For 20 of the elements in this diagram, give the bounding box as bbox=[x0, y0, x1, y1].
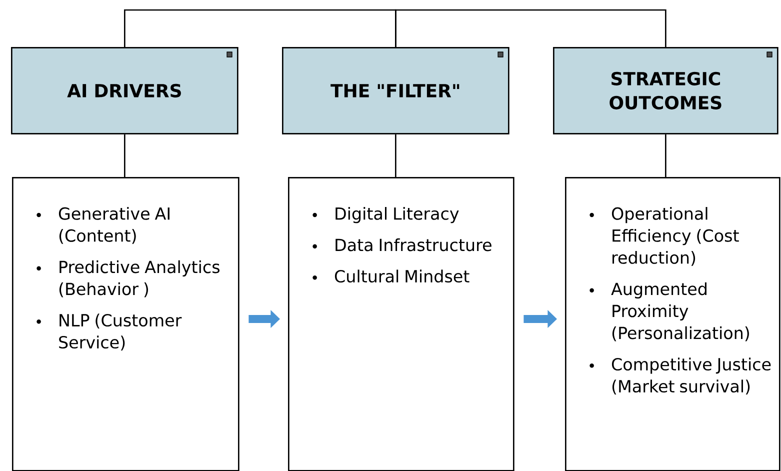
connector-line bbox=[395, 134, 396, 177]
header-box: AI DRIVERS bbox=[11, 47, 238, 134]
list-item: Augmented Proximity (Personalization) bbox=[590, 282, 749, 342]
header-box: THE "FILTER" bbox=[282, 47, 510, 134]
content-box bbox=[12, 177, 240, 471]
list-item: Operational Efficiency (Cost reduction) bbox=[590, 206, 739, 266]
list-item: Cultural Mindset bbox=[312, 270, 470, 283]
connector-line bbox=[395, 9, 666, 47]
list-item: Predictive Analytics (Behavior ) bbox=[36, 260, 220, 298]
list-item: NLP (Customer Service) bbox=[36, 314, 182, 351]
content-box bbox=[565, 177, 780, 471]
connector-line bbox=[665, 134, 666, 177]
list-item: Generative AI (Content) bbox=[36, 206, 170, 244]
list-item: Competitive Justice (Market survival) bbox=[590, 358, 771, 395]
header-box: STRATEGIC OUTCOMES bbox=[553, 47, 778, 134]
content-box bbox=[288, 177, 514, 471]
connector-line bbox=[124, 9, 396, 47]
connector-line bbox=[124, 134, 126, 177]
list-item: Digital Literacy bbox=[312, 206, 459, 224]
list-item: Data Infrastructure bbox=[312, 238, 492, 252]
